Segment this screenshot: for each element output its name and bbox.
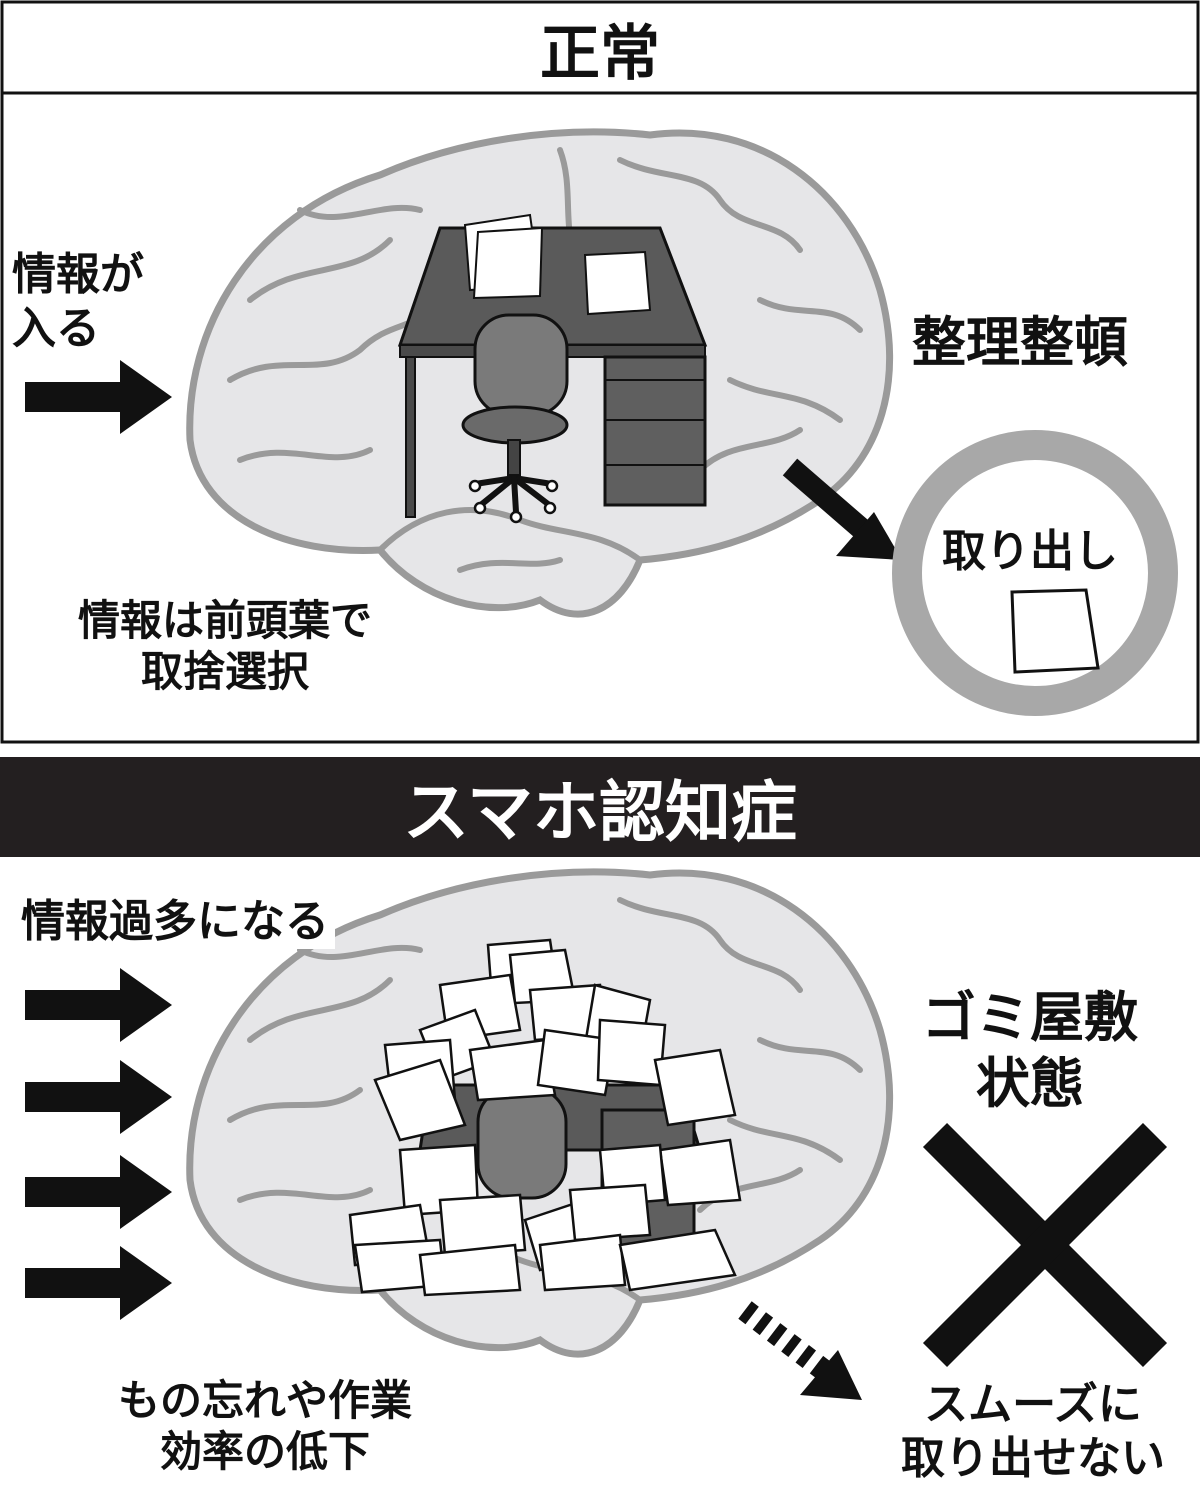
normal-state-label: 整理整頓	[912, 311, 1128, 374]
desk-paper	[472, 226, 544, 300]
sumaho-title-bar	[0, 757, 1200, 857]
normal-input-label: 情報が 入る	[12, 249, 144, 354]
input-arrow	[25, 1246, 172, 1320]
input-arrow	[25, 1060, 172, 1134]
sumaho-retrieve-label: スムーズに 取り出せない	[901, 1379, 1165, 1484]
input-arrow	[25, 968, 172, 1042]
blocked-retrieve-arrow	[738, 1301, 862, 1400]
input-arrow	[25, 1155, 172, 1229]
office-chair	[476, 1086, 568, 1200]
sumaho-caption: もの忘れや作業 効率の低下	[117, 1376, 412, 1477]
office-chair	[461, 313, 569, 524]
desk-paper	[583, 250, 652, 316]
input-arrow	[25, 360, 172, 434]
retrieve-arrow	[782, 458, 902, 560]
sumaho-input-label: 情報過多になる	[15, 895, 335, 949]
sumaho-title: スマホ認知症	[402, 774, 798, 851]
normal-retrieve-label: 取り出し	[942, 526, 1118, 577]
retrieved-paper	[1010, 588, 1100, 674]
normal-caption: 情報は前頭葉で 取捨選択	[77, 596, 372, 697]
overload-arrows	[25, 968, 172, 1320]
circle-mark-icon	[892, 430, 1178, 716]
paper-pile	[348, 938, 742, 1297]
cross-mark-icon	[922, 1122, 1168, 1368]
normal-title: 正常	[540, 18, 660, 89]
sumaho-state-label: ゴミ屋敷 状態	[922, 986, 1138, 1115]
